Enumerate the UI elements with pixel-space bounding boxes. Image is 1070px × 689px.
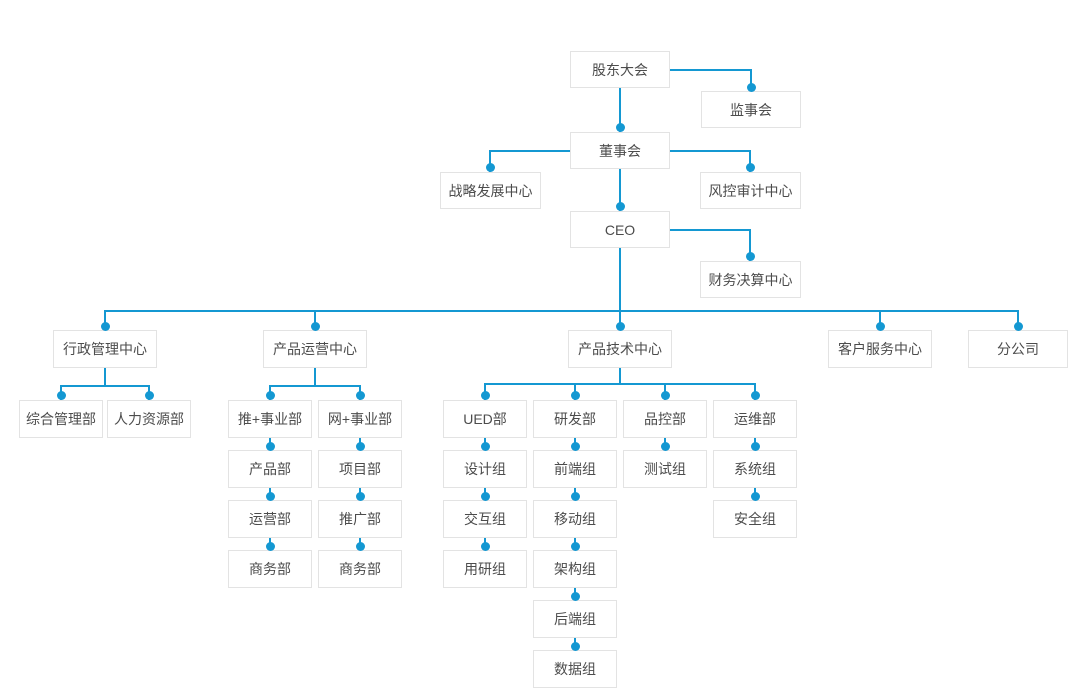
node-hr-dept: 人力资源部 <box>107 400 191 438</box>
connector-dot <box>661 391 670 400</box>
connector-dot <box>751 442 760 451</box>
node-customer-service-center: 客户服务中心 <box>828 330 932 368</box>
connector-dot <box>571 442 580 451</box>
connector-board-ceo <box>619 169 621 212</box>
node-product-tech-center: 产品技术中心 <box>568 330 672 368</box>
connector-tech-stem <box>619 368 621 384</box>
node-architecture-group: 架构组 <box>533 550 617 588</box>
node-operations-dept: 运营部 <box>228 500 312 538</box>
connector-dot <box>57 391 66 400</box>
node-product-dept: 产品部 <box>228 450 312 488</box>
connector-ops-bus <box>269 385 361 387</box>
connector-dot <box>571 542 580 551</box>
connector-ceo-trunk <box>619 248 621 312</box>
connector-dot <box>616 322 625 331</box>
connector-dot <box>486 163 495 172</box>
connector-drop-admin-center <box>104 310 106 331</box>
connector-board-risk-v <box>749 150 751 173</box>
connector-shareholders-supervisory-h <box>670 69 751 71</box>
node-system-group: 系统组 <box>713 450 797 488</box>
node-backend-group: 后端组 <box>533 600 617 638</box>
node-frontend-group: 前端组 <box>533 450 617 488</box>
node-strategy-center: 战略发展中心 <box>440 172 541 209</box>
node-supervisory-board: 监事会 <box>701 91 801 128</box>
connector-centers-bus <box>104 310 1019 312</box>
connector-dot <box>746 252 755 261</box>
node-om-dept: 运维部 <box>713 400 797 438</box>
connector-ceo-finance-h <box>670 229 751 231</box>
connector-ops-stem <box>314 368 316 386</box>
node-mobile-group: 移动组 <box>533 500 617 538</box>
node-design-group: 设计组 <box>443 450 527 488</box>
connector-admin-bus <box>60 385 150 387</box>
connector-dot <box>266 542 275 551</box>
connector-board-strategy-v <box>489 150 491 173</box>
connector-board-risk-h <box>670 150 751 152</box>
node-ued-dept: UED部 <box>443 400 527 438</box>
node-promotion-dept: 推广部 <box>318 500 402 538</box>
connector-dot <box>266 492 275 501</box>
connector-drop-service-center <box>879 310 881 331</box>
connector-dot <box>1014 322 1023 331</box>
connector-dot <box>101 322 110 331</box>
connector-admin-stem <box>104 368 106 386</box>
connector-dot <box>661 442 670 451</box>
connector-dot <box>266 391 275 400</box>
connector-dot <box>481 442 490 451</box>
connector-drop-ops-center <box>314 310 316 331</box>
node-qc-dept: 品控部 <box>623 400 707 438</box>
connector-dot <box>145 391 154 400</box>
node-wang-division: 网+事业部 <box>318 400 402 438</box>
connector-tech-bus <box>484 383 756 385</box>
node-rd-dept: 研发部 <box>533 400 617 438</box>
connector-dot <box>481 492 490 501</box>
connector-dot <box>356 391 365 400</box>
connector-shareholders-supervisory-v <box>750 69 752 92</box>
connector-dot <box>747 83 756 92</box>
connector-dot <box>616 202 625 211</box>
connector-dot <box>876 322 885 331</box>
connector-drop-tech-center <box>619 310 621 331</box>
node-user-research-group: 用研组 <box>443 550 527 588</box>
connector-board-strategy-h <box>490 150 570 152</box>
connector-drop-branch <box>1017 310 1019 331</box>
node-project-dept: 项目部 <box>318 450 402 488</box>
node-shareholders-meeting: 股东大会 <box>570 51 670 88</box>
connector-dot <box>571 592 580 601</box>
connector-dot <box>356 542 365 551</box>
connector-dot <box>751 492 760 501</box>
node-business-dept-wang: 商务部 <box>318 550 402 588</box>
node-general-admin-dept: 综合管理部 <box>19 400 103 438</box>
connector-dot <box>356 442 365 451</box>
node-data-group: 数据组 <box>533 650 617 688</box>
node-business-dept-tui: 商务部 <box>228 550 312 588</box>
node-tui-division: 推+事业部 <box>228 400 312 438</box>
connector-dot <box>356 492 365 501</box>
connector-ceo-finance-v <box>749 229 751 262</box>
node-board-of-directors: 董事会 <box>570 132 670 169</box>
node-interaction-group: 交互组 <box>443 500 527 538</box>
connector-shareholders-board <box>619 88 621 133</box>
node-admin-center: 行政管理中心 <box>53 330 157 368</box>
connector-dot <box>481 391 490 400</box>
node-finance-center: 财务决算中心 <box>700 261 801 298</box>
connector-dot <box>571 642 580 651</box>
node-testing-group: 测试组 <box>623 450 707 488</box>
connector-dot <box>311 322 320 331</box>
node-branch-company: 分公司 <box>968 330 1068 368</box>
connector-dot <box>571 391 580 400</box>
connector-dot <box>616 123 625 132</box>
connector-dot <box>266 442 275 451</box>
connector-dot <box>481 542 490 551</box>
node-risk-audit-center: 风控审计中心 <box>700 172 801 209</box>
connector-dot <box>746 163 755 172</box>
connector-dot <box>571 492 580 501</box>
node-ceo: CEO <box>570 211 670 248</box>
connector-dot <box>751 391 760 400</box>
node-security-group: 安全组 <box>713 500 797 538</box>
node-product-ops-center: 产品运营中心 <box>263 330 367 368</box>
